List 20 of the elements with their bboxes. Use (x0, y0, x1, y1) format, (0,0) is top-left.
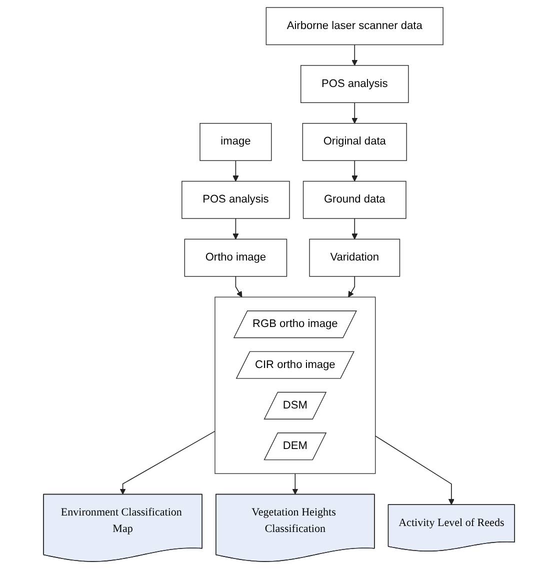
arrow (352, 102, 358, 124)
arrow (292, 473, 298, 495)
arrow (374, 436, 454, 505)
cluster (214, 296, 376, 474)
arrow (348, 276, 355, 298)
arrow (352, 44, 358, 66)
arrow (232, 218, 239, 240)
arrow (352, 218, 358, 240)
arrow (232, 160, 239, 182)
node-box: POS analysis (300, 65, 409, 103)
node-box: Varidation (309, 238, 400, 277)
node-box: POS analysis (182, 180, 290, 219)
node-box: image (200, 123, 272, 161)
node-box: Original data (302, 123, 407, 161)
node-box: Airborne laser scanner data (266, 7, 444, 46)
arrow (352, 160, 358, 182)
arrow (120, 430, 216, 495)
node-box: Ortho image (184, 238, 288, 277)
node-box: Ground data (302, 180, 406, 219)
arrow (235, 276, 242, 298)
